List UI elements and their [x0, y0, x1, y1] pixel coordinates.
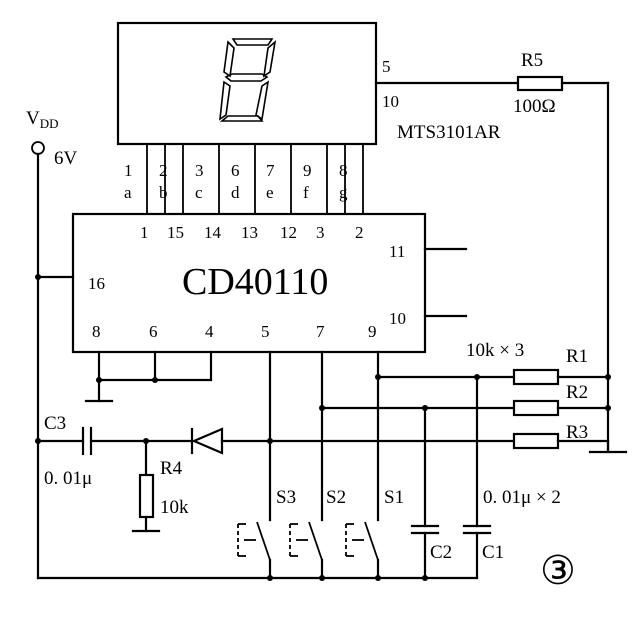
resistor-r3: [512, 432, 560, 450]
diode-icon: [191, 427, 224, 455]
ic-pin-10: 10: [389, 309, 406, 328]
r5-wiring: [374, 75, 610, 452]
display-pin-seg-e: e: [266, 183, 274, 202]
display-pin-num-e: 7: [266, 161, 275, 180]
ic-bottom-pin-4: 4: [205, 322, 214, 341]
ic-bottom-pin-6: 6: [149, 322, 158, 341]
display-pin-seg-d: d: [231, 183, 240, 202]
ic-bottom-pin-7: 7: [316, 322, 325, 341]
resistor-r2: [512, 399, 560, 417]
ic-top-pin-15: 15: [167, 223, 184, 242]
display-pin-num-b: 2: [159, 161, 168, 180]
display-segment-pins: [146, 144, 364, 214]
switch-lines: [267, 350, 381, 581]
pullup-value: 10k × 3: [466, 340, 524, 361]
ic-name: CD40110: [182, 261, 328, 303]
display-pin-seg-g: g: [339, 183, 348, 202]
ic-top-pin-1: 1: [140, 223, 149, 242]
vdd-voltage: 6V: [54, 148, 78, 169]
s2-label: S2: [326, 487, 346, 508]
display-pin-seg-b: b: [159, 183, 168, 202]
ic-bottom-pin-9: 9: [368, 322, 377, 341]
display-pin-10: 10: [382, 92, 399, 111]
s1-label: S1: [384, 487, 404, 508]
c3-r4-diode-branch: [35, 426, 272, 533]
ic-pin-16: 16: [88, 274, 105, 293]
r3-label: R3: [566, 422, 588, 443]
switch-s1: [345, 521, 379, 561]
capacitor-c2: [410, 405, 440, 581]
switch-s3: [237, 521, 271, 561]
ic-bottom-pin-8: 8: [92, 322, 101, 341]
vdd-terminal: [31, 141, 45, 155]
display-pin-num-g: 8: [339, 161, 348, 180]
r1-label: R1: [566, 346, 588, 367]
display-pin-num-f: 9: [303, 161, 312, 180]
display-pin-seg-f: f: [303, 183, 309, 202]
c3-label: C3: [44, 413, 66, 434]
display-pin-seg-a: a: [124, 183, 132, 202]
ic-top-pin-12: 12: [280, 223, 297, 242]
display-pin-5: 5: [382, 57, 391, 76]
ic-pin-11: 11: [389, 242, 405, 261]
c-pair-value: 0. 01μ × 2: [483, 487, 561, 508]
display-pin-num-a: 1: [124, 161, 133, 180]
display-pin-num-c: 3: [195, 161, 204, 180]
counter-ic: [71, 212, 427, 354]
vdd-rail: [35, 152, 479, 580]
c1-label: C1: [482, 542, 504, 563]
figure-number: ③: [540, 548, 576, 593]
r5-value: 100Ω: [513, 96, 556, 117]
r2-label: R2: [566, 382, 588, 403]
seven-segment-display: [116, 21, 378, 146]
seven-segment-digit-glyph: [219, 38, 277, 122]
r4-value: 10k: [160, 497, 189, 518]
c2-label: C2: [430, 542, 452, 563]
vdd-label: VDD: [26, 108, 59, 131]
ic-top-pin-2: 2: [355, 223, 364, 242]
ic-top-pin-14: 14: [204, 223, 222, 242]
resistor-r1: [512, 368, 560, 386]
display-part-number: MTS3101AR: [397, 122, 501, 143]
ic-top-pin-13: 13: [241, 223, 258, 242]
c3-value: 0. 01μ: [44, 468, 92, 489]
ic-output-leads: [423, 247, 468, 318]
r4-label: R4: [160, 458, 183, 479]
ic-ground-wiring: [84, 350, 213, 403]
resistor-r5: [516, 75, 564, 92]
resistor-r4: [138, 473, 155, 519]
ic-top-pin-3: 3: [316, 223, 325, 242]
ic-bottom-pin-5: 5: [261, 322, 270, 341]
capacitor-c1: [462, 374, 492, 580]
switch-s2: [289, 521, 323, 561]
s3-label: S3: [276, 487, 296, 508]
display-pin-seg-c: c: [195, 183, 203, 202]
display-pin-num-d: 6: [231, 161, 240, 180]
pullup-network: [268, 368, 628, 454]
r5-label: R5: [521, 50, 543, 71]
